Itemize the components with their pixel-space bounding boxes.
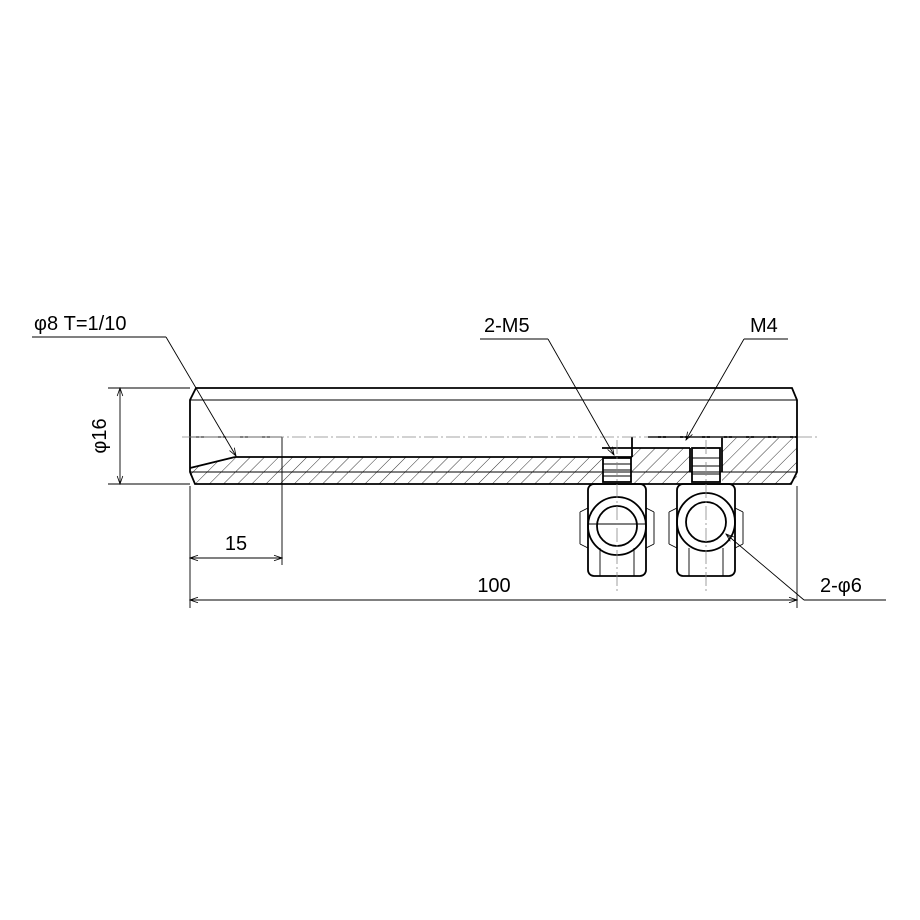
tapped-hole-single-label: M4 <box>750 315 778 337</box>
diameter-label: φ16 <box>89 418 111 453</box>
fitting-bore-label: 2-φ6 <box>820 575 862 597</box>
fitting-left <box>579 440 655 592</box>
leader-tapped-hole-single: M4 <box>686 315 788 440</box>
taper-bore-label: φ8 T=1/10 <box>34 313 126 335</box>
dimension-length-total: 100 <box>190 486 797 608</box>
leader-taper-bore: φ8 T=1/10 <box>32 313 236 456</box>
shaft-outline <box>189 387 798 485</box>
section-hatch-mid <box>632 448 690 484</box>
dimension-diameter: φ16 <box>89 388 190 484</box>
length-total-label: 100 <box>477 575 510 597</box>
length-short-label: 15 <box>225 533 247 555</box>
dimension-length-short: 15 <box>190 486 282 608</box>
leader-tapped-holes: 2-M5 <box>480 315 614 455</box>
shaft-body <box>182 387 818 565</box>
leader-fitting-bore: 2-φ6 <box>726 534 886 601</box>
section-hatch <box>190 457 602 484</box>
tapped-holes-label: 2-M5 <box>484 315 530 337</box>
fitting-right <box>668 440 744 592</box>
section-hatch-right <box>722 437 797 484</box>
